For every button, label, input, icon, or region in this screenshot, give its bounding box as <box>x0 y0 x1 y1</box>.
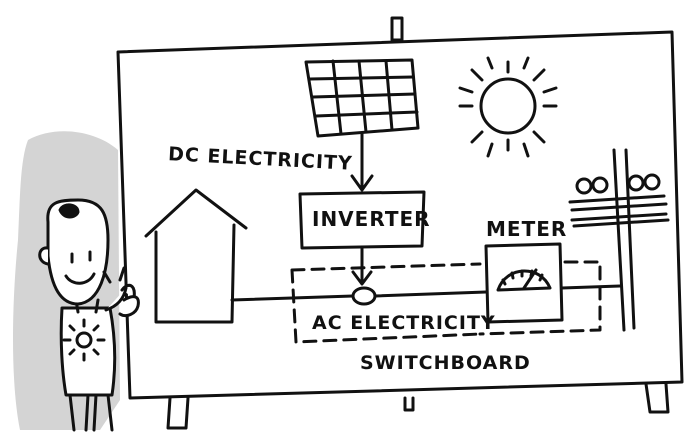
inverter-to-switch-arrow <box>351 246 373 286</box>
inverter-box <box>298 190 426 250</box>
inverter-label: INVERTER <box>312 207 431 231</box>
person-hand <box>118 295 140 318</box>
person-head <box>46 198 110 306</box>
person-smile <box>64 272 96 285</box>
switchboard-label: SWITCHBOARD <box>360 352 531 374</box>
ac-electricity-label: AC ELECTRICITY <box>312 312 496 334</box>
person-figure <box>38 198 140 432</box>
solar-panel <box>304 58 420 138</box>
wire-meter-to-pole <box>560 284 622 290</box>
board-leg-right <box>644 382 670 414</box>
person-legs <box>68 393 114 432</box>
person-arm <box>104 283 136 312</box>
board-bottom-peg <box>403 396 415 412</box>
switchboard-outline <box>290 260 602 344</box>
wire-switch-to-meter <box>373 290 488 298</box>
house-icon <box>144 188 248 324</box>
phone-rays <box>102 266 126 284</box>
person-hair <box>58 203 80 219</box>
sun-icon <box>458 56 558 158</box>
whiteboard <box>116 30 684 400</box>
person-ear <box>38 246 50 266</box>
person-body <box>59 306 117 397</box>
meter-label: METER <box>486 217 568 241</box>
shirt-sun-icon <box>62 318 106 362</box>
person-eyes <box>70 250 92 264</box>
board-leg-left <box>166 396 190 430</box>
power-pole-icon <box>568 148 670 332</box>
meter-icon <box>484 242 564 324</box>
board-top-peg <box>390 16 404 42</box>
panel-to-inverter-arrow <box>350 132 374 192</box>
